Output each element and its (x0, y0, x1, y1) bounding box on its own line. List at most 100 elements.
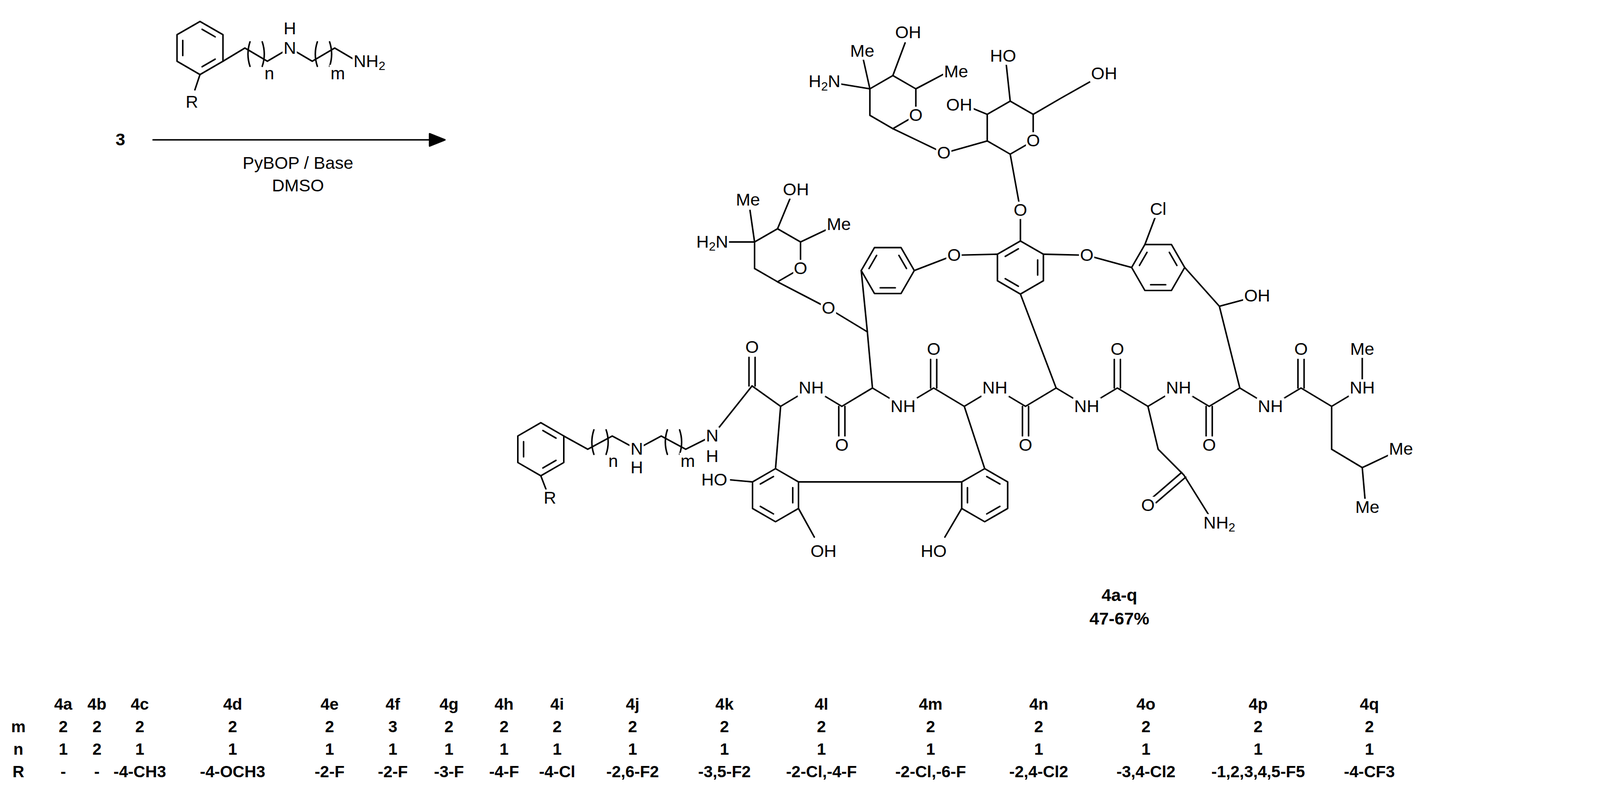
atom-label: OH (1242, 287, 1271, 305)
atom-label: n (607, 452, 620, 470)
table-cell: 1 (1363, 741, 1375, 758)
atom-label: NH (1256, 397, 1284, 415)
substituent-bond (540, 475, 546, 489)
table-cell: 1 (1140, 741, 1152, 758)
table-cell: 2 (91, 718, 103, 735)
table-cell: -4-CF3 (1343, 763, 1397, 780)
carbonyl-bond (838, 405, 846, 436)
table-cell: 2 (226, 718, 239, 735)
table-cell: 1 (443, 741, 455, 758)
table-cell: m (10, 718, 27, 735)
compound-number: 4k (714, 696, 735, 713)
atom-label: Cl (1149, 200, 1168, 218)
reagent-text: PyBOP / Base (241, 154, 355, 172)
atom-label: Me (943, 62, 970, 80)
table-cell: 1 (551, 741, 564, 758)
atom-label: NH (981, 379, 1009, 397)
table-cell: 2 (443, 718, 455, 735)
atom-label: OH (781, 180, 810, 199)
atom-label: OH (1089, 64, 1118, 82)
table-cell: 1 (323, 741, 336, 758)
atom-label: O (1017, 436, 1034, 454)
table-cell: 2 (57, 718, 69, 735)
table-cell: 2 (1363, 718, 1375, 735)
branch-bond (1020, 293, 1057, 388)
atom-label: HO (919, 542, 948, 560)
compound-number: 4m (917, 696, 944, 713)
atom-label: m (679, 452, 697, 470)
table-cell: -3,5-F2 (697, 763, 752, 780)
phenol-bond (730, 479, 962, 537)
compound-number: 4h (493, 696, 515, 713)
carbonyl-bond (1022, 405, 1029, 436)
benzene-ring (752, 468, 799, 522)
chloro-bond (1145, 217, 1156, 245)
table-cell: -2-F (313, 763, 346, 780)
benzene-ring (177, 21, 224, 75)
atom-label: O (833, 436, 850, 454)
atom-label: NH (1165, 379, 1193, 397)
atom-label: O (1293, 340, 1309, 358)
table-cell: 1 (498, 741, 510, 758)
atom-label: H (629, 458, 645, 476)
compound-number: 3 (114, 131, 127, 149)
atom-label: O (1025, 132, 1041, 150)
atom-label: O (925, 340, 942, 358)
atom-label: Me (1349, 340, 1375, 358)
table-cell: 1 (924, 741, 937, 758)
atom-label: H2N (807, 72, 842, 91)
reaction-arrow (153, 138, 433, 141)
table-cell: 1 (627, 741, 639, 758)
atom-label: n (263, 64, 276, 82)
atom-label: NH (1348, 379, 1376, 397)
atom-label: NH (797, 379, 825, 397)
branch-bond (1148, 405, 1210, 516)
atom-label: Me (1354, 498, 1381, 516)
reagent-text: DMSO (270, 177, 326, 195)
atom-label: R (184, 93, 200, 111)
yield-text: 47-67% (1088, 609, 1150, 627)
table-cell: 1 (719, 741, 731, 758)
compound-number: 4q (1358, 696, 1380, 713)
table-cell: 2 (1252, 718, 1264, 735)
atom-label: O (1201, 436, 1217, 454)
table-cell: 2 (551, 718, 564, 735)
carbonyl-bond (1206, 405, 1213, 436)
atom-label: NH (1073, 397, 1101, 415)
compound-number: 4f (384, 696, 402, 713)
table-cell: -4-Cl (538, 763, 577, 780)
compound-number: 4b (86, 696, 108, 713)
substituent-bond (194, 74, 200, 90)
branch-bond (775, 405, 781, 469)
compound-number: 4p (1247, 696, 1269, 713)
table-cell: 1 (815, 741, 828, 758)
atom-label: O (792, 259, 809, 277)
table-cell: 2 (134, 718, 146, 735)
table-cell: 2 (1140, 718, 1152, 735)
arrow-head (429, 133, 445, 146)
atom-label: O (820, 299, 837, 317)
atom-label: NH2 (352, 52, 387, 70)
table-cell: 1 (57, 741, 69, 758)
atom-label: O (1109, 340, 1126, 358)
carbonyl-bond (1114, 359, 1121, 388)
atom-label: H (704, 447, 720, 465)
atom-label: N (704, 427, 720, 445)
branch-bond (964, 405, 985, 469)
atom-label: O (1079, 246, 1095, 264)
compound-number: 4d (222, 696, 244, 713)
compound-number: 4a (53, 696, 74, 713)
table-cell: 1 (226, 741, 239, 758)
atom-label: NH2 (1202, 513, 1237, 531)
table-cell: 1 (1033, 741, 1045, 758)
carbonyl-bond (1298, 359, 1305, 388)
table-cell: -2,4-Cl2 (1008, 763, 1070, 780)
table-cell: -3,4-Cl2 (1115, 763, 1177, 780)
benzene-ring (518, 422, 564, 476)
table-cell: -4-CH3 (112, 763, 168, 780)
atom-label: H2N (695, 233, 729, 251)
table-cell: 3 (387, 718, 399, 735)
atom-label: NH (889, 397, 917, 415)
table-cell: 2 (498, 718, 510, 735)
